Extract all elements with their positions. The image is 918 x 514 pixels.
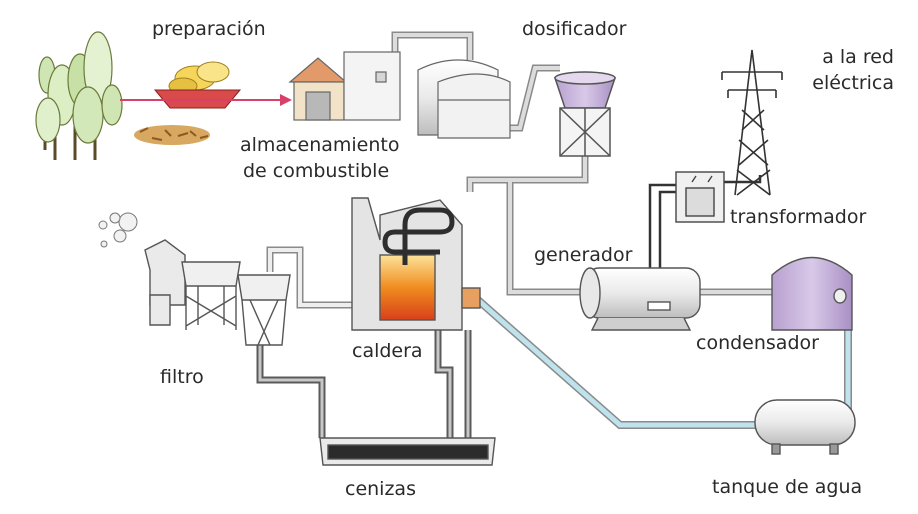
warehouse-icon bbox=[288, 51, 401, 121]
label-caldera: caldera bbox=[352, 340, 423, 362]
label-red-2: eléctrica bbox=[812, 72, 894, 94]
transformer-icon bbox=[675, 171, 725, 223]
boiler-icon bbox=[351, 197, 481, 331]
steam-pipe bbox=[466, 150, 589, 296]
filter-icon bbox=[144, 239, 291, 346]
label-cenizas: cenizas bbox=[345, 478, 416, 500]
label-dosificador: dosificador bbox=[522, 18, 627, 40]
smoke-icon bbox=[98, 212, 138, 248]
wood-chips-icon bbox=[134, 125, 210, 145]
power-tower-icon bbox=[721, 49, 783, 196]
label-almacenamiento-1: almacenamiento bbox=[240, 134, 400, 156]
label-transformador: transformador bbox=[730, 206, 867, 228]
trees-icon bbox=[35, 31, 123, 160]
label-red-1: a la red bbox=[822, 46, 894, 68]
arrow-icon bbox=[120, 94, 292, 106]
label-generador: generador bbox=[534, 244, 633, 266]
hopper-icon bbox=[553, 71, 617, 157]
generator-icon bbox=[579, 267, 701, 331]
ash-pit-icon bbox=[319, 437, 496, 466]
condenser-icon bbox=[771, 256, 853, 331]
silo-icon bbox=[417, 59, 511, 139]
label-condensador: condensador bbox=[696, 332, 819, 354]
fuel-bowl-icon bbox=[153, 61, 242, 109]
boiler-coil bbox=[382, 207, 455, 265]
label-preparacion: preparación bbox=[152, 18, 266, 40]
label-tanque: tanque de agua bbox=[712, 476, 863, 498]
label-filtro: filtro bbox=[160, 366, 204, 388]
label-almacenamiento-2: de combustible bbox=[243, 160, 390, 182]
water-tank-icon bbox=[754, 399, 856, 455]
